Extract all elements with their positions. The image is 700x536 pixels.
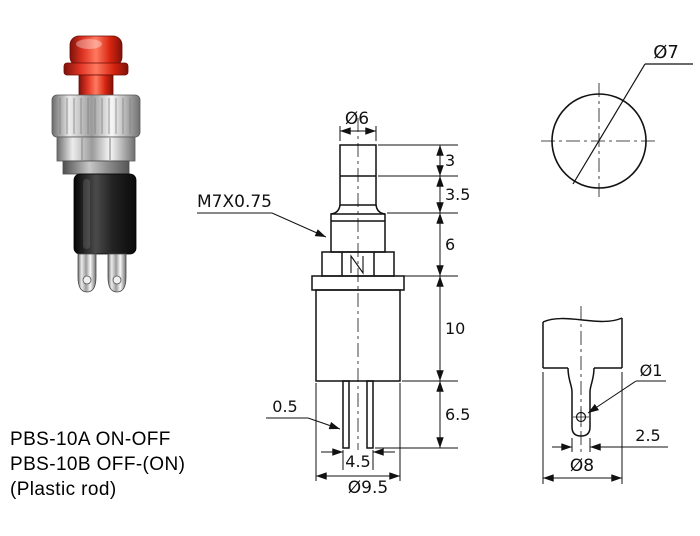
dim-label-body-height: 10 <box>445 319 465 338</box>
top-view-outline <box>541 63 693 199</box>
photo-hex-nut <box>56 136 136 162</box>
front-view-outline <box>311 118 405 450</box>
dim-label-pin-thickness: 0.5 <box>272 397 297 416</box>
photo-cap-highlight <box>76 39 102 49</box>
side-terminal <box>567 367 595 437</box>
photo-terminal-hole-left <box>82 275 92 285</box>
side-view-outline <box>542 306 623 455</box>
dimension-labels: Ø6 M7X0.75 3 3.5 6 10 6.5 0.5 4.5 Ø9.5 Ø… <box>197 42 679 498</box>
photo-body-highlight <box>83 179 90 249</box>
side-view-dimensions <box>542 372 668 484</box>
switch-photo <box>51 35 141 293</box>
photo-terminal-left <box>77 253 97 293</box>
dim-label-terminal-width: 2.5 <box>635 426 660 445</box>
front-view-dimensions <box>197 126 458 481</box>
dim-label-cap-height: 3 <box>445 151 455 170</box>
photo-body <box>73 173 137 255</box>
dim-label-thread-height: 6 <box>445 235 455 254</box>
product-note: (Plastic rod) <box>10 479 117 501</box>
dim-label-pin-length: 6.5 <box>445 405 470 424</box>
photo-red-cap-neck <box>78 74 114 97</box>
dim-label-terminal-hole: Ø1 <box>640 361 663 380</box>
top-diagonal-leader <box>572 63 646 185</box>
front-pin-right <box>366 380 374 449</box>
product-label-block: PBS-10A ON-OFF PBS-10B OFF-(ON) (Plastic… <box>10 427 185 502</box>
dim-label-base-diameter: Ø8 <box>570 456 594 476</box>
product-model-b: PBS-10B OFF-(ON) <box>10 454 186 476</box>
front-button-stem <box>339 144 377 206</box>
front-pin-left <box>342 380 350 449</box>
thread-spec-label: M7X0.75 <box>197 192 272 212</box>
photo-knurled-nut <box>51 94 141 138</box>
dim-label-neck-height: 3.5 <box>445 185 470 204</box>
side-break-line <box>542 317 623 323</box>
front-body <box>315 289 401 382</box>
dim-label-panel-hole: Ø7 <box>653 42 679 63</box>
dim-label-button-diameter: Ø6 <box>345 109 369 129</box>
dim-label-body-diameter: Ø9.5 <box>348 478 388 498</box>
photo-red-cap-flange <box>63 62 129 76</box>
product-model-a: PBS-10A ON-OFF <box>10 429 171 450</box>
front-flare-right <box>375 204 386 215</box>
photo-terminal-hole-right <box>112 275 122 285</box>
front-flare-left <box>330 204 341 215</box>
photo-knurl-lines <box>59 98 131 134</box>
photo-washer <box>62 160 130 175</box>
dim-label-pin-spacing: 4.5 <box>345 452 370 471</box>
photo-terminal-right <box>107 253 127 293</box>
photo-hex-facets <box>81 138 111 160</box>
front-knurl-symbol <box>350 254 364 275</box>
